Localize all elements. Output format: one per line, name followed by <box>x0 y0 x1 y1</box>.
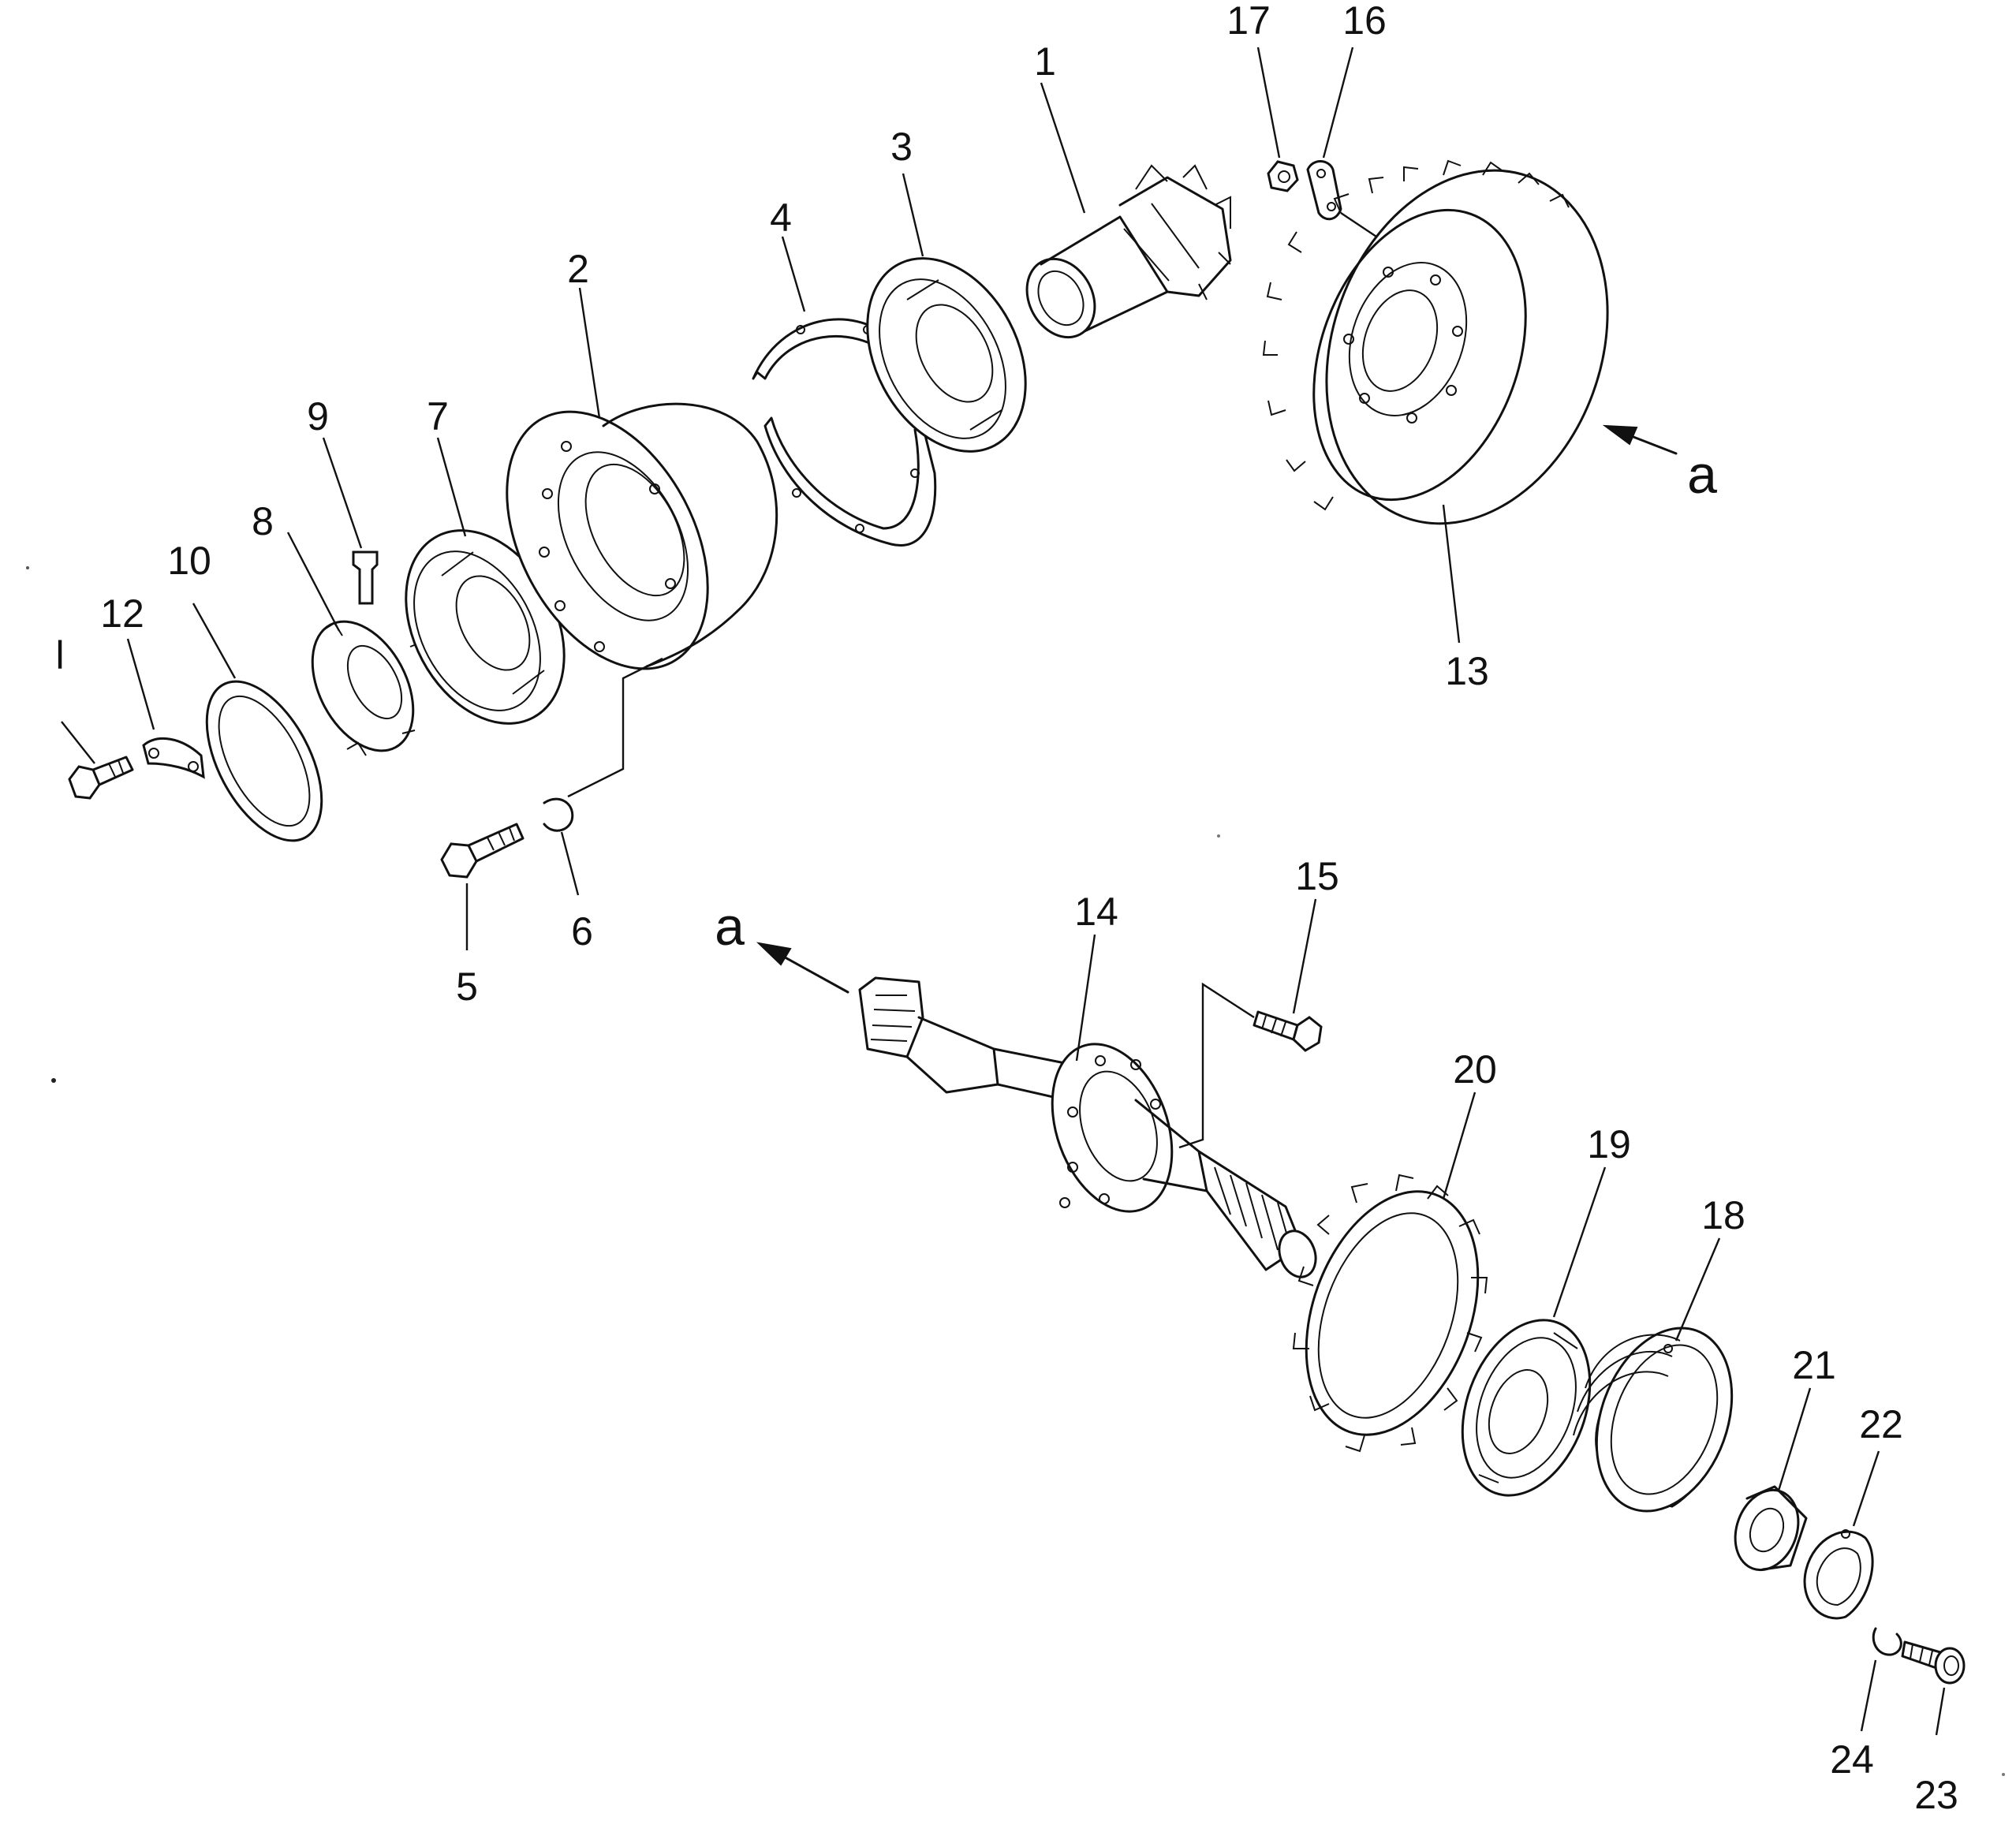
part-3-bearing <box>866 257 1027 453</box>
leader-22 <box>1852 1450 1880 1527</box>
part-21-nut <box>1734 1485 1808 1572</box>
scan-speck <box>1217 834 1220 838</box>
leader-14 <box>1075 934 1096 1062</box>
callout-9: 9 <box>307 394 329 438</box>
callout-20: 20 <box>1453 1047 1497 1092</box>
callout-10: 10 <box>167 539 211 583</box>
leader-24 <box>1860 1659 1877 1732</box>
leader-1 <box>1040 82 1086 214</box>
view-marker-top: a <box>1687 445 1717 505</box>
callout-8: 8 <box>252 499 274 543</box>
part-19-bearing <box>1461 1319 1592 1497</box>
leader-21 <box>1777 1387 1812 1491</box>
callout-11: l <box>55 633 64 677</box>
callout-7: 7 <box>427 394 449 438</box>
scan-speck <box>51 1078 56 1083</box>
callout-14: 14 <box>1074 890 1118 934</box>
leader-6-to-housing <box>567 657 663 798</box>
part-11-bolt <box>68 756 134 800</box>
part-5-bolt <box>440 823 525 879</box>
leader-17 <box>1256 47 1281 159</box>
part-15-bolt <box>1253 1010 1323 1052</box>
part-7-bearing <box>405 529 566 725</box>
view-marker-bottom: a <box>715 897 745 957</box>
callout-5: 5 <box>456 965 478 1009</box>
view-arrow-top <box>1602 424 1678 455</box>
scan-speck <box>26 566 29 569</box>
leader-11 <box>61 721 95 764</box>
callout-1: 1 <box>1034 39 1056 84</box>
callout-21: 21 <box>1792 1343 1836 1387</box>
part-12-lock-plate <box>142 737 205 779</box>
view-arrow-bottom <box>756 942 849 994</box>
part-9-pin <box>352 550 379 605</box>
callout-13: 13 <box>1445 649 1489 693</box>
leader-2 <box>578 287 601 419</box>
callout-19: 19 <box>1587 1122 1631 1166</box>
part-23-bolt <box>1901 1640 1966 1685</box>
part-6-lock-washer <box>543 797 574 832</box>
leader-18 <box>1674 1237 1721 1342</box>
leader-4 <box>781 236 806 312</box>
leader-3 <box>902 173 924 257</box>
callout-3: 3 <box>890 125 913 169</box>
part-24-lock-washer <box>1872 1627 1902 1656</box>
callout-15: 15 <box>1295 854 1339 898</box>
leader-12 <box>126 638 155 730</box>
callout-22: 22 <box>1859 1402 1903 1446</box>
leader-16 <box>1322 47 1354 159</box>
leader-16-to-gear <box>1340 212 1377 237</box>
leader-15-to-shaft <box>1178 982 1255 1149</box>
leader-19 <box>1552 1166 1607 1318</box>
callout-18: 18 <box>1701 1193 1745 1237</box>
part-2-housing <box>506 402 778 670</box>
callout-16: 16 <box>1342 0 1387 43</box>
part-16-lock-plate <box>1306 160 1342 221</box>
part-14-shaft <box>858 976 1317 1278</box>
part-22-lock-plate <box>1803 1529 1874 1620</box>
leader-8 <box>286 532 341 632</box>
leader-6 <box>560 831 580 896</box>
part-18-bearing-cup <box>1573 1327 1734 1513</box>
part-20-toothed-ring <box>1292 1174 1488 1453</box>
scan-speck <box>2002 1773 2005 1776</box>
leader-15 <box>1292 898 1317 1014</box>
callout-23: 23 <box>1914 1773 1958 1817</box>
leader-13 <box>1442 504 1461 644</box>
leader-7 <box>436 437 467 537</box>
part-17-nut <box>1267 160 1299 192</box>
callout-4: 4 <box>770 196 792 240</box>
leader-10 <box>192 603 237 679</box>
callout-17: 17 <box>1226 0 1271 43</box>
callout-6: 6 <box>571 909 593 953</box>
leader-23 <box>1935 1687 1946 1736</box>
part-13-bevel-gear <box>1262 159 1609 525</box>
leader-9 <box>322 437 363 549</box>
part-1-pinion <box>1025 164 1232 339</box>
callout-12: 12 <box>100 591 144 636</box>
part-10-shim-ring <box>205 680 323 842</box>
leader-20 <box>1442 1092 1477 1200</box>
callout-24: 24 <box>1830 1737 1874 1782</box>
callout-2: 2 <box>567 247 589 291</box>
